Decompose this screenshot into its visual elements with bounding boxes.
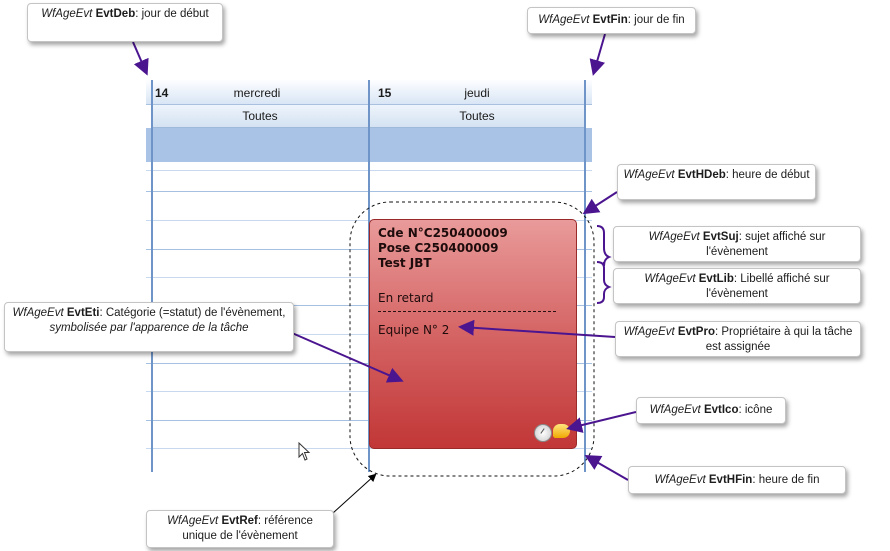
day-header-wednesday[interactable]: 14 mercredi bbox=[146, 80, 368, 105]
callout-evtlib: WfAgeEvt EvtLib: Libellé affiché sur l'é… bbox=[613, 268, 861, 304]
callout-field: EvtDeb bbox=[95, 8, 136, 20]
callout-evtpro: WfAgeEvt EvtPro: Propriétaire à qui la t… bbox=[615, 321, 861, 357]
callout-field: EvtHFin bbox=[708, 474, 753, 486]
event-dashed-outline bbox=[349, 201, 595, 477]
callout-text: : heure de fin bbox=[752, 474, 820, 486]
callout-text: : jour de fin bbox=[627, 14, 685, 26]
callout-text: : icône bbox=[738, 404, 773, 416]
event-subject-line: Cde N°C250400009 bbox=[378, 226, 508, 240]
callout-text: : Libellé affiché sur l'évènement bbox=[706, 273, 830, 300]
callout-prefix: WfAgeEvt bbox=[623, 169, 675, 181]
callout-text: : jour de début bbox=[135, 8, 209, 20]
subject-brace bbox=[596, 225, 612, 267]
resource-header[interactable]: Toutes bbox=[369, 105, 585, 128]
callout-text: : référence unique de l'évènement bbox=[182, 515, 313, 542]
mouse-cursor-icon bbox=[298, 442, 311, 461]
callout-prefix: WfAgeEvt bbox=[167, 515, 219, 527]
callout-field: EvtSuj bbox=[702, 231, 739, 243]
arrow-evthfin bbox=[584, 455, 629, 481]
day-header-thursday[interactable]: 15 jeudi bbox=[369, 80, 585, 105]
callout-prefix: WfAgeEvt bbox=[648, 231, 700, 243]
clock-icon bbox=[534, 424, 552, 442]
arrow-evtpro bbox=[458, 319, 616, 338]
callout-field: EvtEti bbox=[66, 307, 100, 319]
pacman-icon bbox=[553, 424, 570, 438]
callout-prefix: WfAgeEvt bbox=[41, 8, 93, 20]
callout-italic-text: symbolisée par l'apparence de la tâche bbox=[49, 322, 249, 334]
event-subject-line: Test JBT bbox=[378, 256, 432, 270]
callout-evtdeb: WfAgeEvt EvtDeb: jour de début bbox=[27, 3, 223, 42]
callout-field: EvtIco bbox=[703, 404, 739, 416]
arrow-evtfin bbox=[589, 33, 606, 76]
callout-field: EvtHDeb bbox=[677, 169, 726, 181]
callout-field: EvtLib bbox=[698, 273, 734, 285]
day-number: 15 bbox=[378, 86, 392, 100]
callout-text: : heure de début bbox=[725, 169, 810, 181]
callout-prefix: WfAgeEvt bbox=[538, 14, 590, 26]
callout-text: : Propriétaire à qui la tâche est assign… bbox=[705, 326, 853, 353]
arrow-evteti bbox=[291, 332, 404, 383]
callout-field: EvtFin bbox=[592, 14, 628, 26]
callout-field: EvtPro bbox=[677, 326, 715, 338]
arrow-evthdeb bbox=[582, 191, 618, 215]
label-brace bbox=[596, 261, 612, 304]
callout-prefix: WfAgeEvt bbox=[12, 307, 64, 319]
day-header-next bbox=[586, 80, 592, 105]
event-owner: Equipe N° 2 bbox=[378, 323, 450, 337]
day-name: mercredi bbox=[233, 86, 281, 100]
column-divider bbox=[584, 80, 586, 472]
column-divider bbox=[151, 80, 153, 472]
callout-evteti: WfAgeEvt EvtEti: Catégorie (=statut) de … bbox=[4, 302, 294, 352]
arrow-evtdeb bbox=[132, 41, 149, 76]
event-separator bbox=[378, 311, 556, 312]
day-number: 14 bbox=[155, 86, 169, 100]
callout-evtfin: WfAgeEvt EvtFin: jour de fin bbox=[527, 7, 696, 34]
callout-prefix: WfAgeEvt bbox=[649, 404, 701, 416]
arrow-evtico bbox=[566, 411, 637, 433]
arrow-evtref bbox=[332, 473, 377, 514]
day-name: jeudi bbox=[464, 86, 490, 100]
event-label: En retard bbox=[378, 291, 434, 305]
callout-field: EvtRef bbox=[221, 515, 258, 527]
event-subject-line: Pose C250400009 bbox=[378, 241, 499, 255]
callout-evtsuj: WfAgeEvt EvtSuj: sujet affiché sur l'évè… bbox=[613, 226, 861, 262]
callout-prefix: WfAgeEvt bbox=[644, 273, 696, 285]
callout-text: : sujet affiché sur l'évènement bbox=[706, 231, 826, 258]
callout-prefix: WfAgeEvt bbox=[623, 326, 675, 338]
resource-header[interactable]: Toutes bbox=[152, 105, 368, 128]
callout-evthdeb: WfAgeEvt EvtHDeb: heure de début bbox=[617, 164, 816, 200]
callout-evtico: WfAgeEvt EvtIco: icône bbox=[636, 397, 786, 424]
callout-prefix: WfAgeEvt bbox=[654, 474, 706, 486]
callout-evtref: WfAgeEvt EvtRef: référence unique de l'é… bbox=[146, 510, 334, 548]
callout-evthfin: WfAgeEvt EvtHFin: heure de fin bbox=[628, 466, 846, 494]
callout-text: : Catégorie (=statut) de l'évènement, bbox=[99, 307, 286, 319]
